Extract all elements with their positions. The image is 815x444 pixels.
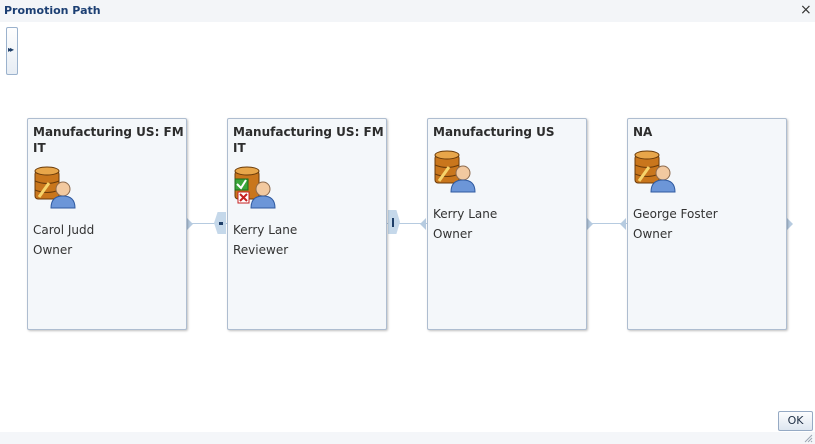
assignee-role: Owner [33,243,73,257]
assignee-name: Carol Judd [33,223,95,237]
marker-dot [219,222,223,225]
expand-marker-icon[interactable] [388,210,400,234]
card-title: NA [633,125,653,139]
expand-panel-button[interactable]: ▸▸ [6,27,18,75]
arrow-right-icon [787,218,793,230]
close-icon[interactable]: × [800,2,812,18]
ok-button[interactable]: OK [778,411,813,431]
assignee-name: George Foster [633,207,718,221]
card-title: Manufacturing US [433,125,555,139]
resize-grip-icon[interactable] [801,432,813,443]
assignee-role: Owner [633,227,673,241]
reviewer-database-user-icon [234,166,276,209]
dialog-title: Promotion Path [4,4,101,17]
promotion-card[interactable]: NA George Foster Owner [627,118,787,330]
card-title: Manufacturing US: FM IT [233,125,384,155]
connector-line [187,223,227,224]
assignee-role: Owner [433,227,473,241]
promotion-card[interactable]: Manufacturing US Kerry Lane Owner [427,118,587,330]
promotion-card[interactable]: Manufacturing US: FM IT Carol Judd Owner [27,118,187,330]
assignee-name: Kerry Lane [433,207,498,221]
connector-line [387,223,427,224]
promotion-card[interactable]: Manufacturing US: FM IT Kerry Lane Revie… [227,118,387,330]
arrow-right-icon [420,218,426,230]
approver-database-user-icon [34,166,76,209]
approver-database-user-icon [434,150,476,193]
approver-database-user-icon [634,150,676,193]
assignee-name: Kerry Lane [233,223,298,237]
arrow-right-icon [620,218,626,230]
arrow-right-icon [587,218,593,230]
card-title: Manufacturing US: FM IT [33,125,184,155]
marker-dot [392,218,394,227]
double-chevron-right-icon: ▸▸ [8,45,14,54]
dialog-titlebar: Promotion Path × [0,0,815,22]
arrow-right-icon [187,218,193,230]
assignee-role: Reviewer [233,243,289,257]
connector-line [587,223,627,224]
